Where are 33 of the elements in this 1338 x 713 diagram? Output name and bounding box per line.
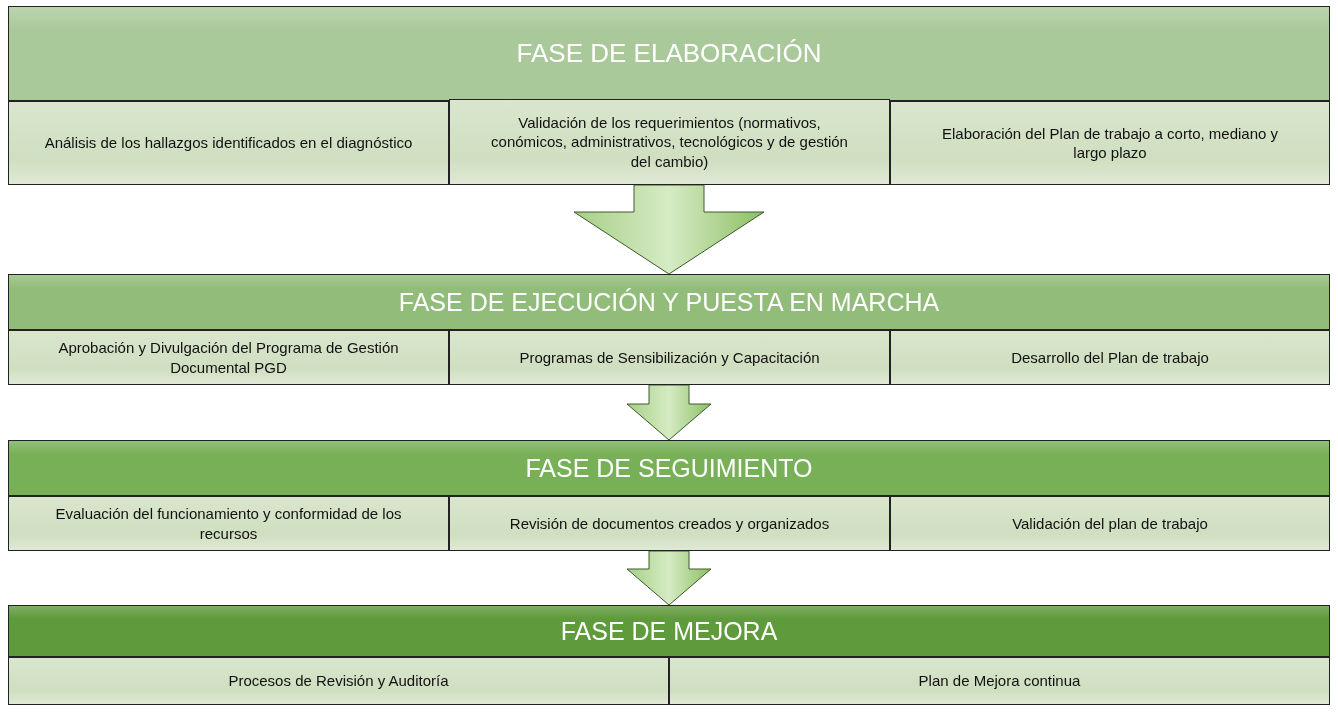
step-text: Evaluación del funcionamiento y conformidad de los recursos <box>54 504 403 543</box>
step-text: Programas de Sensibilización y Capacitación <box>519 347 820 368</box>
step-text: Aprobación y Divulgación del Programa de Gestión Documental PGD <box>57 338 400 377</box>
phase-title: FASE DE EJECUCIÓN Y PUESTA EN MARCHA <box>398 287 940 317</box>
step-box <box>8 657 669 705</box>
step-box <box>890 496 1330 551</box>
phase-band <box>8 6 1330 101</box>
step-box <box>8 496 449 551</box>
step-box <box>449 330 890 385</box>
step-box <box>890 330 1330 385</box>
phase-band <box>8 605 1330 657</box>
step-box <box>890 101 1330 185</box>
step-text: Validación del plan de trabajo <box>1012 513 1208 534</box>
step-box <box>449 99 890 185</box>
step-text: Validación de los requerimientos (normativos, conómicos, administrativos, tecnológicos y de gestión del cambio) <box>490 112 849 172</box>
step-text: Plan de Mejora continua <box>918 671 1081 691</box>
phase-title: FASE DE ELABORACIÓN <box>516 38 822 69</box>
step-text: Elaboración del Plan de trabajo a corto, mediano y largo plazo <box>940 123 1279 163</box>
step-text: Desarrollo del Plan de trabajo <box>1011 347 1209 368</box>
block-arrow <box>573 184 765 275</box>
phase-title: FASE DE SEGUIMIENTO <box>525 453 813 483</box>
phase-band <box>8 440 1330 496</box>
step-box <box>8 330 449 385</box>
step-box <box>449 496 890 551</box>
step-text: Procesos de Revisión y Auditoría <box>228 671 449 691</box>
block-arrow <box>626 550 712 606</box>
step-box <box>669 657 1330 705</box>
phase-title: FASE DE MEJORA <box>560 616 778 646</box>
block-arrow <box>626 384 712 441</box>
step-text: Análisis de los hallazgos identificados en el diagnóstico <box>44 133 413 153</box>
step-text: Revisión de documentos creados y organizados <box>509 513 830 534</box>
phase-band <box>8 274 1330 330</box>
step-box <box>8 101 449 185</box>
